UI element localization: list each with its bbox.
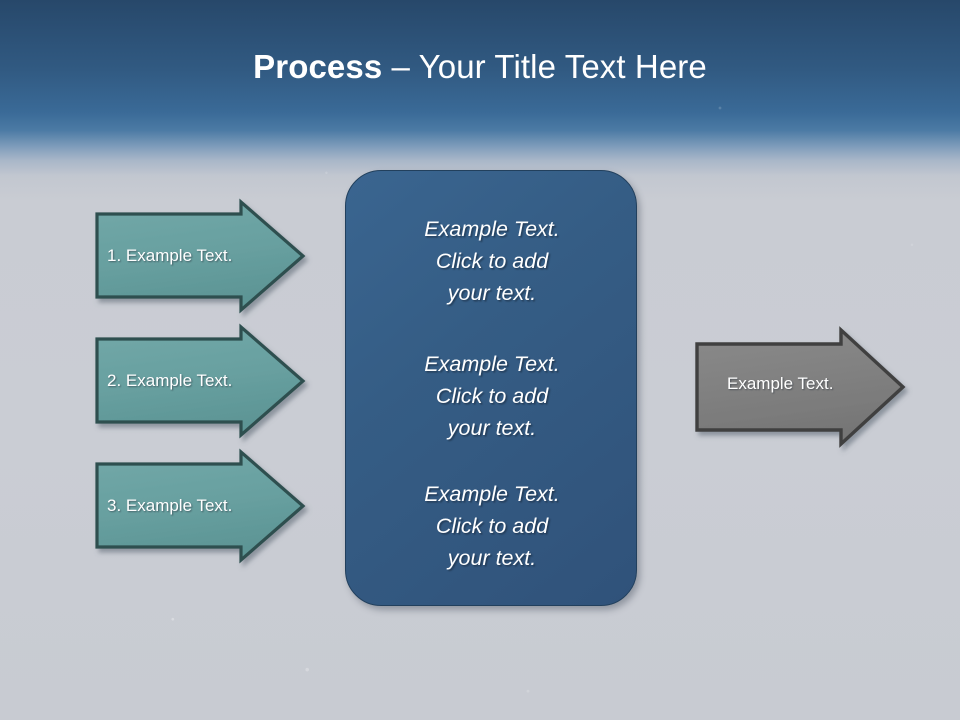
arrow-right-icon <box>95 448 306 564</box>
process-step-arrow-1[interactable]: 1. Example Text. <box>95 198 307 314</box>
panel-text-block-2[interactable]: Example Text. Click to add your text. <box>424 352 560 440</box>
page-title-rest: – Your Title Text Here <box>382 48 707 85</box>
panel-text-block-1[interactable]: Example Text. Click to add your text. <box>424 217 560 305</box>
arrow-right-icon <box>95 323 306 439</box>
content-panel[interactable]: Example Text. Click to add your text. Ex… <box>345 170 637 606</box>
panel-text-block-3[interactable]: Example Text. Click to add your text. <box>424 482 560 570</box>
page-title: Process – Your Title Text Here <box>0 47 960 87</box>
arrow-right-icon <box>695 326 906 448</box>
page-title-strong: Process <box>253 48 383 85</box>
process-step-arrow-2[interactable]: 2. Example Text. <box>95 323 307 439</box>
arrow-right-icon <box>95 198 306 314</box>
outcome-arrow[interactable]: Example Text. <box>695 326 907 448</box>
process-step-arrow-3[interactable]: 3. Example Text. <box>95 448 307 564</box>
